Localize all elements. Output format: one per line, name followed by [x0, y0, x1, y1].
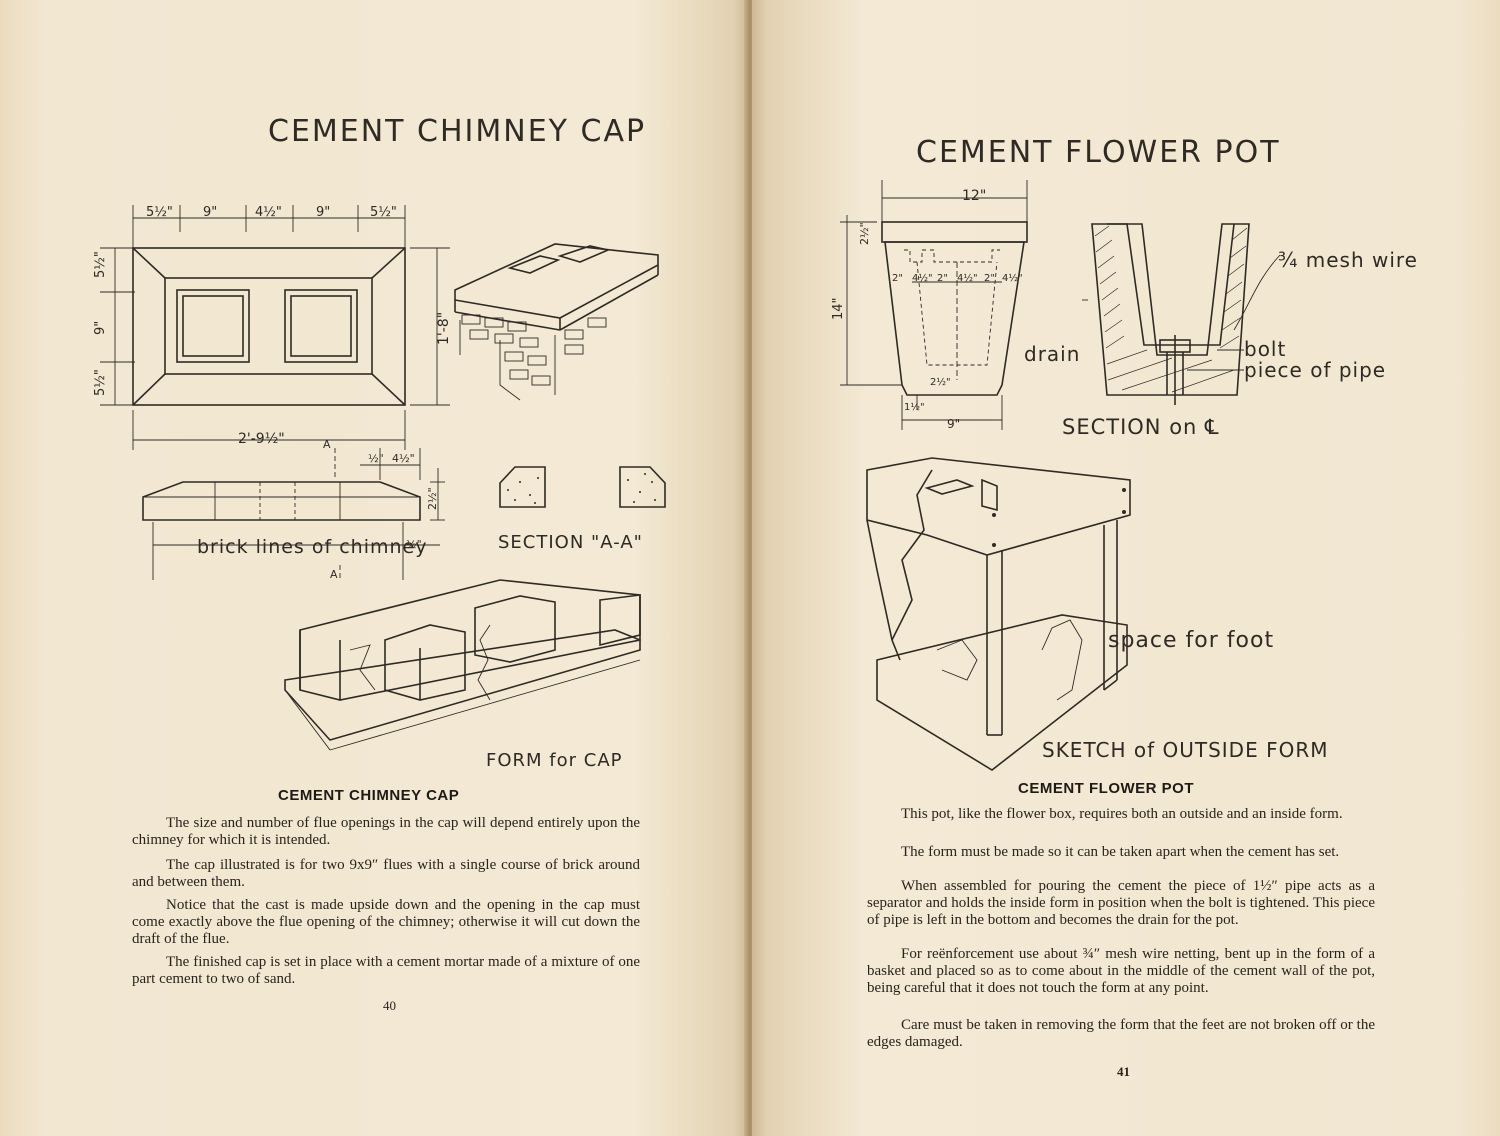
section-a-a-drawing [499, 466, 666, 508]
chimney-para-3: Notice that the cast is made upside down… [132, 897, 640, 947]
chimney-cap-elevation [142, 448, 445, 580]
dim-base: 9" [947, 417, 960, 431]
chimney-para-4: The finished cap is set in place with a … [132, 954, 640, 987]
pot-para-4: For reënforcement use about ¾″ mesh wire… [867, 946, 1375, 996]
dim-inner-5: 2" [984, 273, 995, 284]
pot-para-5: Care must be taken in removing the form … [867, 1017, 1375, 1050]
flower-pot-elevation [840, 180, 1028, 430]
chimney-para-2: The cap illustrated is for two 9x9″ flue… [132, 857, 640, 890]
dim-side-1: 5½" [93, 251, 108, 278]
label-space-for-foot: space for foot [1108, 628, 1275, 653]
dim-pot-height: 14" [831, 297, 846, 320]
dim-top-2: 9" [203, 205, 217, 220]
dim-foot-2: 1½" [904, 401, 925, 413]
dim-width: 2'-9½" [238, 431, 285, 447]
dim-inner-1: 2" [892, 273, 903, 284]
form-for-cap-drawing [284, 579, 641, 751]
chimney-cap-plan [132, 247, 406, 406]
label-drain: drain [1024, 342, 1081, 366]
dim-edge: ½" [406, 538, 422, 551]
outside-form-sketch [866, 457, 1131, 771]
label-mesh-wire: ¾ mesh wire [1278, 248, 1418, 272]
dim-thickness: 2½" [426, 487, 439, 510]
dim-side-3: 5½" [93, 369, 108, 396]
flower-pot-heading: CEMENT FLOWER POT [1018, 780, 1194, 797]
dim-lip: 2½" [858, 222, 871, 245]
dim-inner-6: 4½" [1002, 272, 1023, 284]
dim-top-width: 12" [962, 188, 986, 204]
page-number-right: 41 [1117, 1064, 1130, 1079]
label-brick-text: brick lines of chimney [197, 536, 428, 558]
chimney-cap-perspective [454, 243, 659, 401]
flower-pot-drawings: 12" 2½" 14" 2" 4½" 2" 4½" 2" 4½" 9" 2½" … [831, 180, 1281, 771]
dim-inner-3: 2" [937, 273, 948, 284]
side-dimension-line [100, 247, 135, 406]
dim-side-2: 9" [93, 321, 108, 335]
dim-foot-1: 2½" [930, 376, 951, 388]
label-form-for-cap: FORM for CAP [486, 750, 623, 771]
pot-para-2: The form must be made so it can be taken… [901, 844, 1340, 860]
label-section-a-a: SECTION "A-A" [498, 532, 643, 553]
dim-inner-2: 4½" [912, 272, 933, 284]
label-piece-of-pipe: piece of pipe [1244, 358, 1387, 382]
dim-top-4: 9" [316, 205, 330, 220]
chimney-cap-heading: CEMENT CHIMNEY CAP [278, 787, 460, 804]
dim-top-5: 5½" [370, 205, 397, 220]
section-mark-top: A [323, 438, 331, 451]
label-bolt: bolt [1244, 337, 1287, 361]
dim-small-2: 4½" [392, 452, 415, 465]
chimney-para-1: The size and number of flue openings in … [132, 815, 640, 848]
dim-inner-4: 4½" [957, 272, 978, 284]
label-section-on-center: SECTION on ℄ [1062, 415, 1220, 439]
left-page: CEMENT CHIMNEY CAP 5½" 9" 4½" 9" 5½" [0, 0, 748, 1136]
dim-height: 1'-8" [436, 312, 452, 345]
dim-small-1: ½" [368, 452, 384, 465]
label-sketch-outside-form: SKETCH of OUTSIDE FORM [1042, 738, 1329, 762]
flower-pot-drawing-title: CEMENT FLOWER POT [916, 135, 1281, 170]
chimney-cap-drawings: 5½" 9" 4½" 9" 5½" 5½" 9" 5½" [93, 205, 666, 751]
top-dimension-line [132, 205, 406, 250]
pot-para-3: When assembled for pouring the cement th… [867, 878, 1375, 928]
pot-para-1: This pot, like the flower box, requires … [901, 806, 1343, 822]
chimney-cap-drawing-title: CEMENT CHIMNEY CAP [268, 114, 647, 149]
page-number-left: 40 [383, 998, 396, 1013]
right-page: CEMENT FLOWER POT [752, 0, 1500, 1136]
dim-top-1: 5½" [146, 205, 173, 220]
dim-top-3: 4½" [255, 205, 282, 220]
flower-pot-section [1082, 223, 1281, 405]
section-mark-bottom: A [330, 568, 338, 581]
